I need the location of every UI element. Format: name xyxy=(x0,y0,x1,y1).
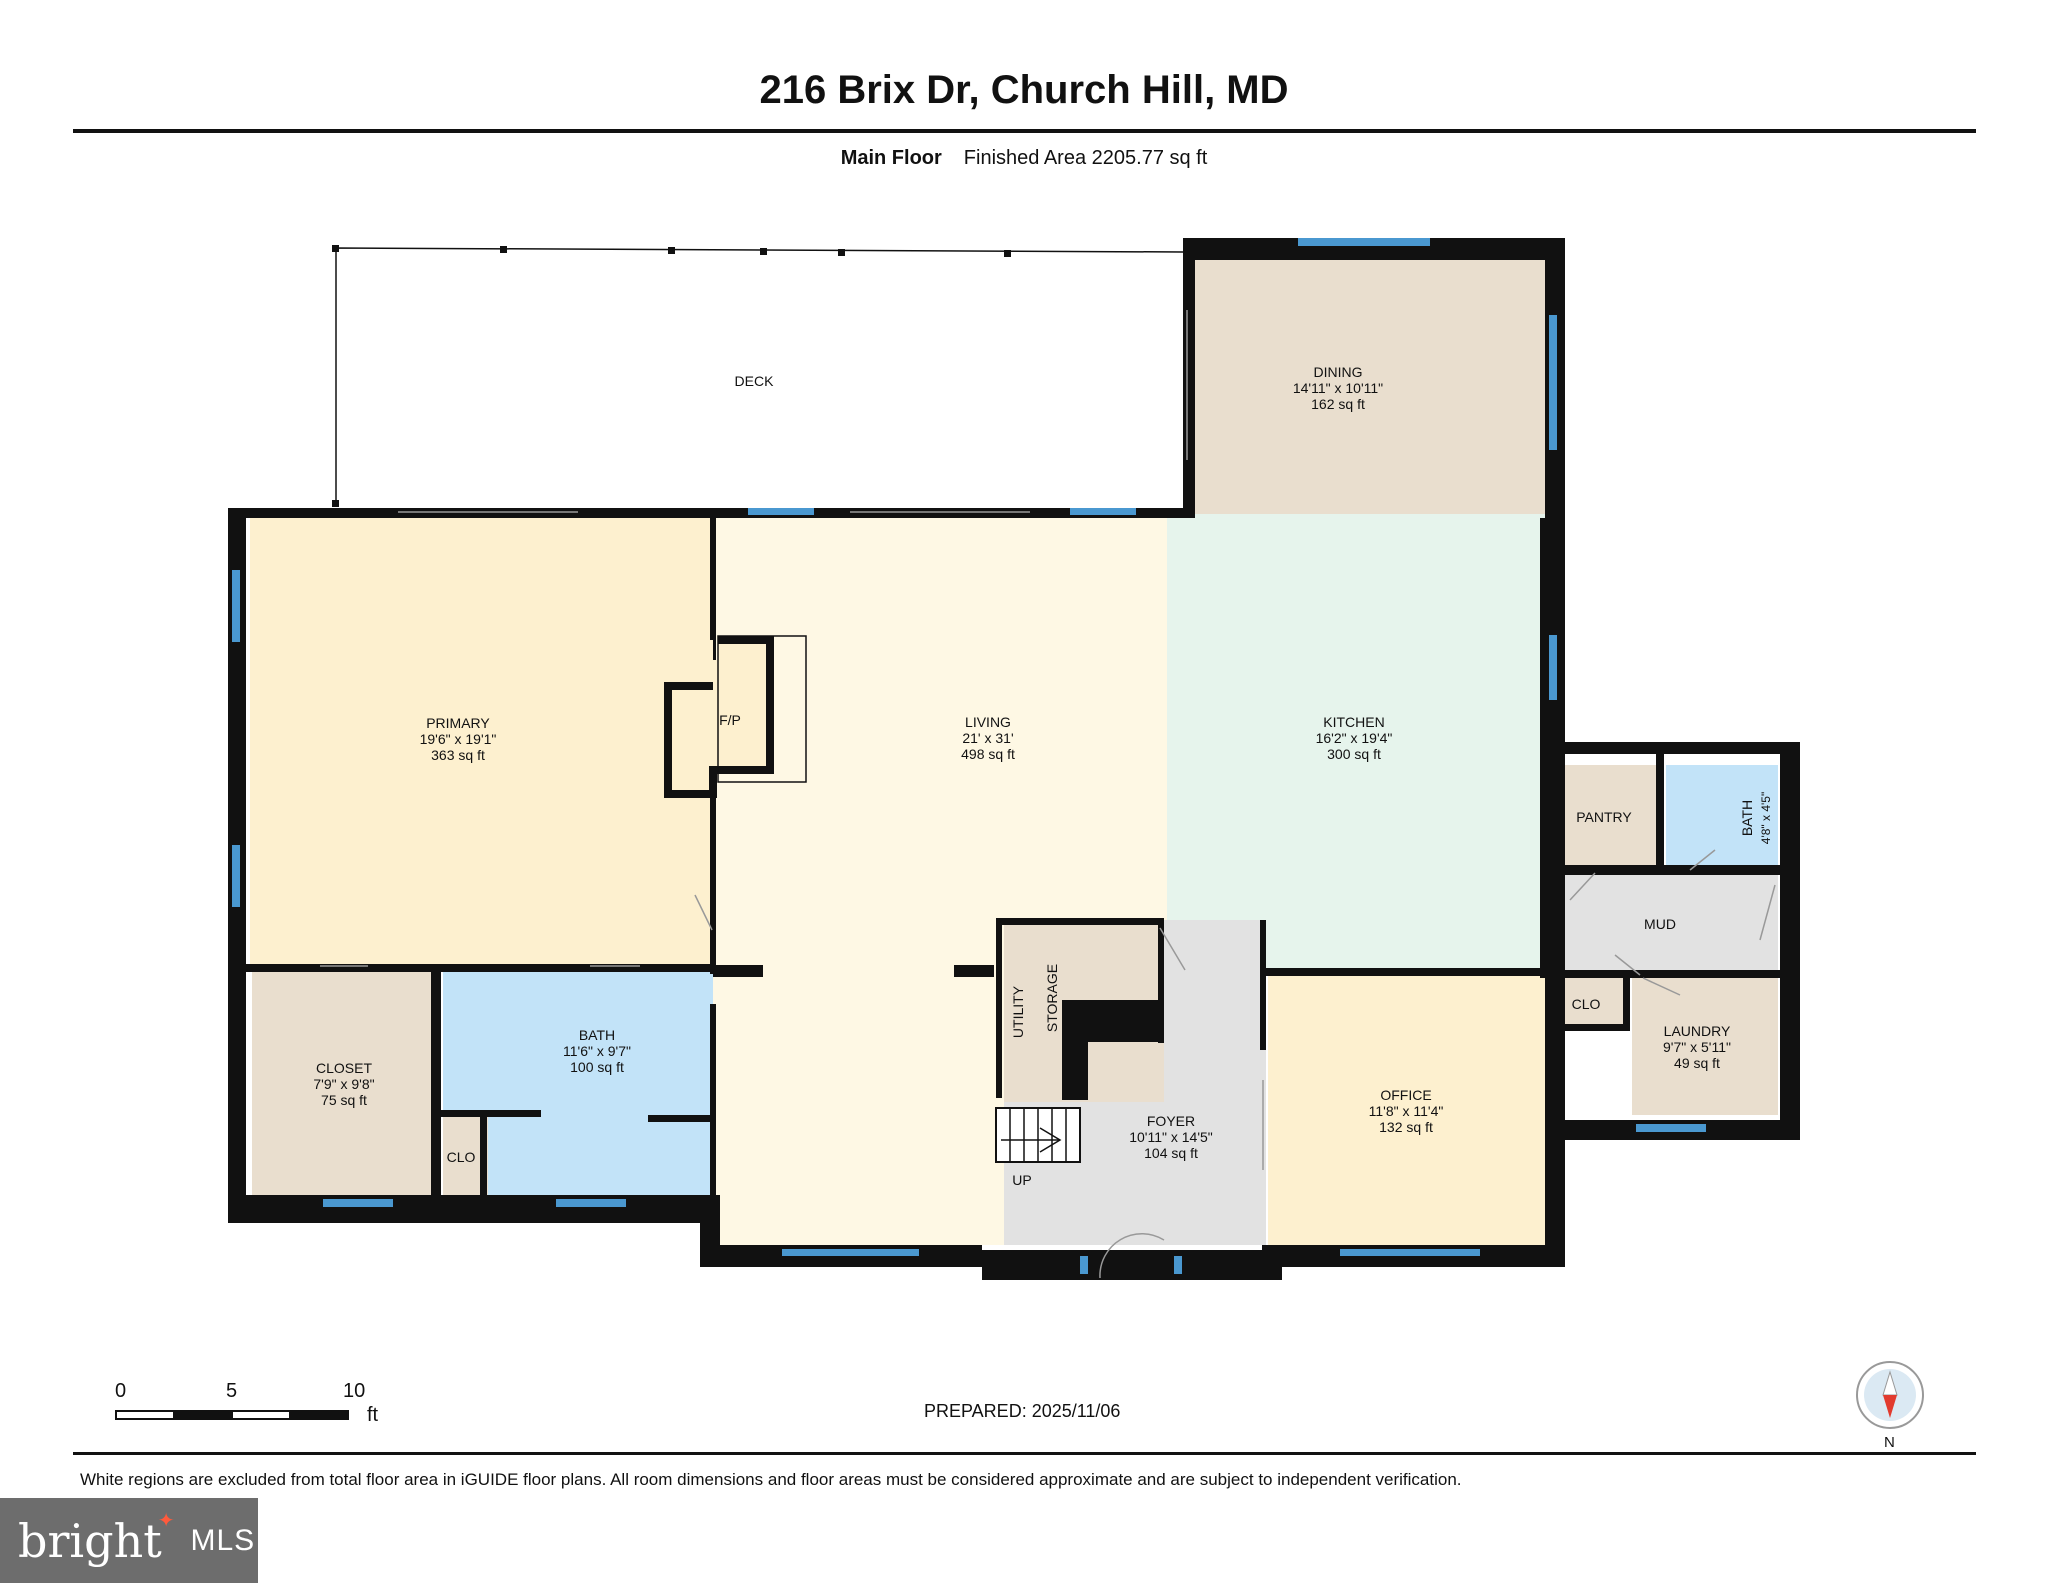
scale-tick-0: 0 xyxy=(115,1380,127,1402)
living-label: LIVING xyxy=(965,714,1011,730)
fireplace-label: F/P xyxy=(719,712,741,728)
bath-area: 100 sq ft xyxy=(570,1059,624,1075)
deck-posts xyxy=(332,245,1011,507)
living-dims: 21' x 31' xyxy=(962,730,1013,746)
closet-room-fill xyxy=(252,970,435,1195)
foyer-area: 104 sq ft xyxy=(1144,1145,1198,1161)
foyer-label: FOYER xyxy=(1147,1113,1195,1129)
scale-segment-2 xyxy=(173,1410,233,1420)
scale-unit: ft xyxy=(367,1404,379,1426)
mud-closet-label: CLO xyxy=(1572,996,1601,1012)
dining-label: DINING xyxy=(1314,364,1363,380)
office-dims: 11'8" x 11'4" xyxy=(1369,1103,1444,1119)
utility-label: UTILITY xyxy=(1010,985,1026,1038)
plan-subtitle: Main Floor Finished Area 2205.77 sq ft xyxy=(0,147,2048,170)
storage-label: STORAGE xyxy=(1044,964,1060,1032)
primary-dims: 19'6" x 19'1" xyxy=(420,731,497,747)
interior-walls xyxy=(246,514,1780,1199)
office-label: OFFICE xyxy=(1380,1087,1431,1103)
closet-area: 75 sq ft xyxy=(321,1092,367,1108)
stairs-up-label: UP xyxy=(1012,1172,1031,1188)
logo-word: bright xyxy=(18,1513,162,1568)
kitchen-label: KITCHEN xyxy=(1323,714,1384,730)
bath-label: BATH xyxy=(579,1027,615,1043)
scale-segment-3 xyxy=(231,1410,291,1420)
finished-area: Finished Area 2205.77 sq ft xyxy=(963,147,1208,169)
pantry-room-fill xyxy=(1548,765,1658,865)
deck-label: DECK xyxy=(735,373,775,389)
scale-tick-10: 10 xyxy=(343,1380,366,1402)
stairs xyxy=(995,1107,1081,1163)
mud-room-fill xyxy=(1548,875,1778,970)
office-room-fill xyxy=(1268,975,1545,1245)
kitchen-area: 300 sq ft xyxy=(1327,746,1381,762)
footer-divider xyxy=(73,1452,1976,1455)
primary-label: PRIMARY xyxy=(426,715,490,731)
laundry-area: 49 sq ft xyxy=(1674,1055,1720,1071)
fireplace xyxy=(664,635,807,798)
plan-title: 216 Brix Dr, Church Hill, MD xyxy=(759,68,1289,112)
closet-dims: 7'9" x 9'8" xyxy=(313,1076,374,1092)
scale-bar: 0 5 10 ft xyxy=(115,1380,395,1440)
closet-label: CLOSET xyxy=(316,1060,372,1076)
foyer-dims: 10'11" x 14'5" xyxy=(1129,1129,1213,1145)
title-divider xyxy=(73,129,1976,133)
small-bath-dims: 4'8" x 4'5" xyxy=(1759,792,1773,844)
bright-mls-logo: bright ✦ MLS xyxy=(0,1498,258,1583)
door-openings xyxy=(320,310,1776,1279)
dining-dims: 14'11" x 10'11" xyxy=(1293,380,1383,396)
compass: N xyxy=(1855,1360,1925,1451)
laundry-label: LAUNDRY xyxy=(1664,1023,1731,1039)
kitchen-room-fill xyxy=(1167,514,1545,969)
prepared-date: PREPARED: 2025/11/06 xyxy=(924,1401,1121,1421)
dining-area: 162 sq ft xyxy=(1311,396,1365,412)
laundry-dims: 9'7" x 5'11" xyxy=(1663,1039,1731,1055)
logo-spark-icon: ✦ xyxy=(157,1510,175,1532)
pantry-label: PANTRY xyxy=(1576,809,1632,825)
disclaimer-text: White regions are excluded from total fl… xyxy=(80,1470,1462,1489)
small-bath-label: BATH xyxy=(1739,800,1755,836)
bath-closet-label: CLO xyxy=(447,1149,476,1165)
floor-name: Main Floor xyxy=(840,147,942,169)
windows xyxy=(232,238,1706,1274)
small-bath-fill xyxy=(1666,765,1778,865)
mud-label: MUD xyxy=(1644,916,1676,932)
scale-segment-4 xyxy=(289,1410,349,1420)
compass-icon xyxy=(1856,1361,1924,1429)
office-area: 132 sq ft xyxy=(1379,1119,1433,1135)
bath-dims: 11'6" x 9'7" xyxy=(563,1043,631,1059)
primary-area: 363 sq ft xyxy=(431,747,485,763)
kitchen-dims: 16'2" x 19'4" xyxy=(1316,730,1393,746)
exterior-walls xyxy=(228,238,1800,1280)
scale-tick-5: 5 xyxy=(226,1380,238,1402)
primary-room-fill xyxy=(250,514,713,964)
living-area: 498 sq ft xyxy=(961,746,1015,762)
dining-room-fill xyxy=(1193,258,1545,518)
scale-segment-1 xyxy=(115,1410,175,1420)
compass-north-label: N xyxy=(1884,1434,1895,1451)
logo-suffix: MLS xyxy=(190,1523,256,1557)
laundry-room-fill xyxy=(1632,975,1778,1115)
